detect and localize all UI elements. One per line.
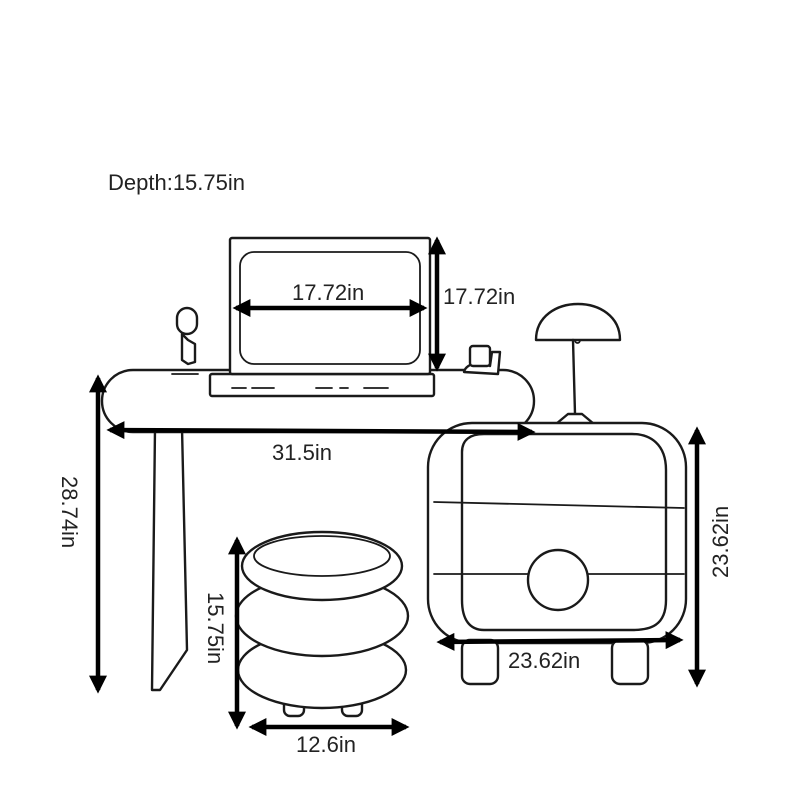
cabinet-knob [526, 548, 590, 612]
depth-label: Depth:15.75in [108, 170, 245, 195]
label-desk-height: 28.74in [57, 476, 82, 548]
label-desk-width: 31.5in [272, 440, 332, 465]
arrow-desk-width [106, 421, 536, 441]
stool [234, 530, 410, 718]
label-cabinet-width: 23.62in [508, 648, 580, 673]
desk-leg [150, 426, 189, 692]
cabinet-foot-right [610, 638, 650, 686]
label-cabinet-height: 23.62in [708, 506, 733, 578]
label-stool-height: 15.75in [203, 592, 228, 664]
label-stool-width: 12.6in [296, 732, 356, 757]
stool-ring-top [240, 530, 404, 602]
cabinet [426, 421, 688, 686]
label-monitor-width: 17.72in [292, 280, 364, 305]
lamp-shade [534, 302, 622, 342]
arrow-cabinet-width [436, 631, 684, 651]
desk-lamp [534, 302, 622, 426]
stool-seat [253, 535, 391, 577]
cabinet-foot-left [460, 638, 500, 686]
label-monitor-height: 17.72in [443, 284, 515, 309]
microphone [171, 306, 199, 375]
keyboard [208, 372, 436, 398]
cup-holder [462, 344, 502, 376]
dimension-arrows [89, 236, 706, 736]
